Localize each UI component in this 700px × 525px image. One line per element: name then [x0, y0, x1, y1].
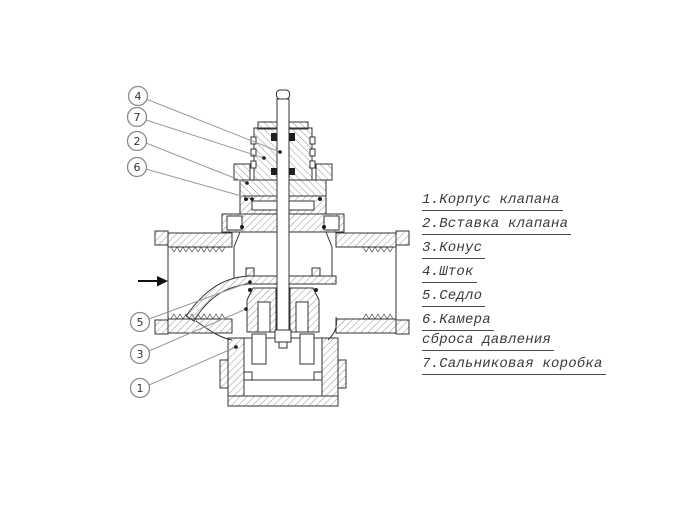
guide-post-right [299, 333, 315, 365]
stem-nut [274, 329, 292, 343]
stem [271, 89, 295, 331]
legend: 1.Корпус клапана 2.Вставка клапана 3.Кон… [422, 192, 622, 380]
seat-partition [185, 267, 337, 322]
guide-post-left [251, 333, 267, 365]
legend-item-5-text: 5.Седло [422, 288, 486, 307]
thread-serration [362, 246, 394, 253]
legend-item-7: 7.Сальниковая коробка [422, 356, 622, 375]
callout-6: 6 [126, 156, 254, 201]
callout-7: 7 [126, 106, 266, 160]
callout-6-number: 6 [134, 161, 141, 174]
callout-4: 4 [127, 85, 282, 154]
legend-item-7-text: 7.Сальниковая коробка [422, 356, 606, 375]
legend-item-1: 1.Корпус клапана [422, 192, 622, 211]
valve-body [154, 89, 410, 407]
flange-bolt-left [226, 215, 243, 231]
thread-serration [170, 246, 226, 253]
callout-3-number: 3 [137, 348, 144, 361]
thread-serration [362, 313, 394, 320]
flow-direction-arrow-icon [138, 276, 168, 287]
legend-item-3-text: 3.Конус [422, 240, 486, 259]
legend-item-2: 2.Вставка клапана [422, 216, 622, 235]
flange-bolt-right [323, 215, 340, 231]
callout-2-number: 2 [134, 135, 141, 148]
legend-item-4: 4.Шток [422, 264, 622, 283]
legend-item-6: 6.Камера сброса давления [422, 312, 622, 351]
right-pipe-connection [325, 230, 410, 335]
legend-item-5: 5.Седло [422, 288, 622, 307]
callout-7-number: 7 [134, 111, 141, 124]
callout-4-number: 4 [135, 90, 142, 103]
stem-knob [276, 89, 290, 100]
callout-5: 5 [129, 280, 252, 333]
legend-item-6-text-line2: сброса давления [422, 332, 555, 351]
legend-item-2-text: 2.Вставка клапана [422, 216, 572, 235]
callout-5-number: 5 [137, 316, 144, 329]
legend-item-3: 3.Конус [422, 240, 622, 259]
legend-item-4-text: 4.Шток [422, 264, 477, 283]
callouts: 4 7 2 6 5 3 [126, 85, 282, 399]
legend-item-1-text: 1.Корпус клапана [422, 192, 563, 211]
callout-3: 3 [129, 307, 248, 365]
callout-1-number: 1 [137, 382, 144, 395]
legend-item-6-text-line1: 6.Камера [422, 312, 494, 331]
callout-1: 1 [129, 345, 238, 399]
callout-2: 2 [126, 130, 249, 185]
left-pipe-connection [154, 230, 233, 335]
bottom-cap [219, 329, 347, 407]
